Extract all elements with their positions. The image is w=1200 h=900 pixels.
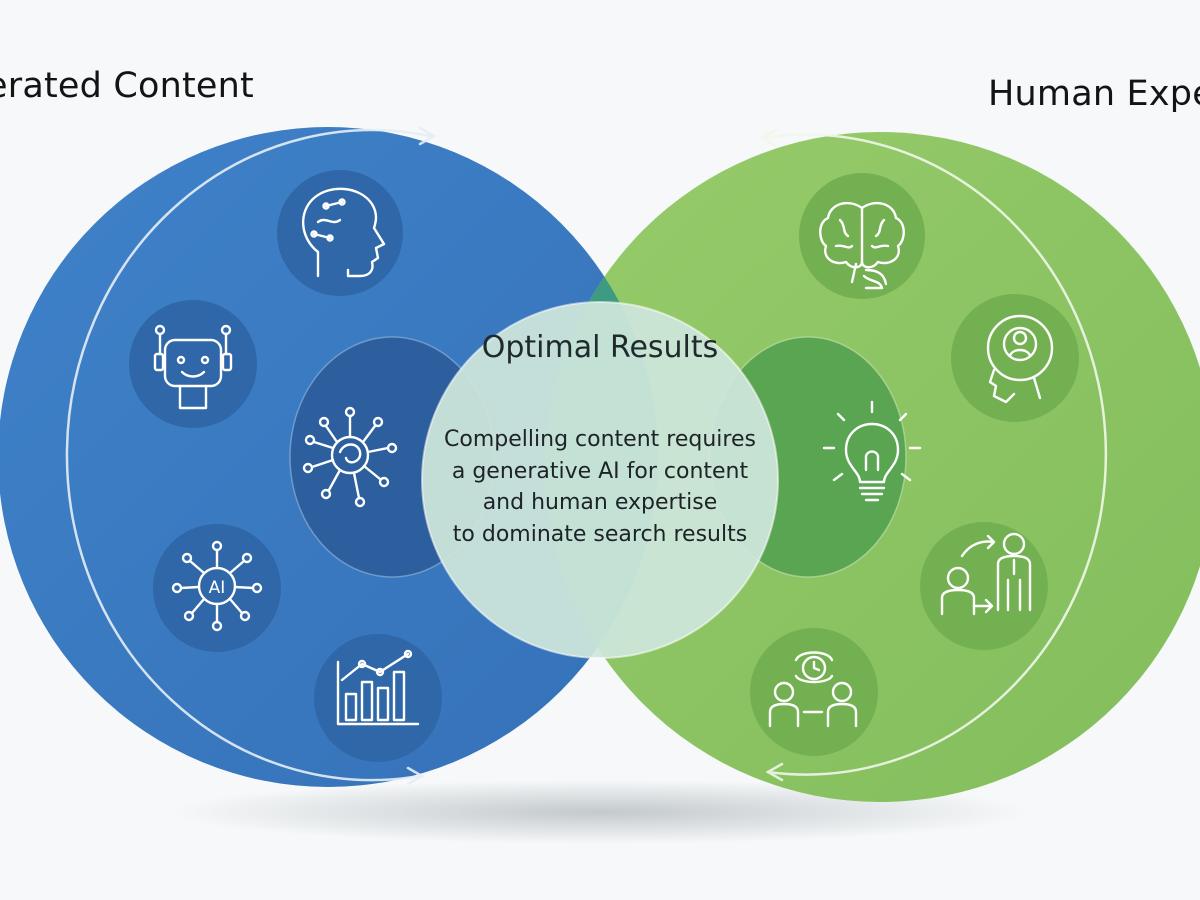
head-bulb-icon (986, 314, 1054, 404)
robot-icon (153, 324, 233, 410)
badge-meeting (750, 628, 878, 756)
optimal-results-title: Optimal Results (481, 330, 719, 365)
ai-arrow-top (418, 126, 437, 146)
ai-glyph: AI (209, 578, 226, 598)
brain-icon (819, 201, 905, 290)
lightbulb-icon (822, 400, 922, 502)
neural-network-icon (302, 406, 398, 508)
center-line: a generative AI for content (451, 458, 749, 484)
center-circle (421, 301, 779, 659)
center-line: Compelling content requires (444, 427, 756, 452)
human-expertise-heading: Human Expe (988, 74, 1200, 114)
center-line: to dominate search results (452, 521, 748, 547)
ground-shadow (170, 780, 1030, 844)
bar-chart-trend-icon (336, 649, 420, 726)
ai-content-heading: erated Content (0, 66, 254, 106)
badge-ai (153, 524, 281, 652)
people-growth-icon (940, 532, 1032, 616)
human-arrow-top (759, 128, 778, 148)
human-arrow-bottom (765, 762, 784, 782)
ai-network-icon (171, 540, 263, 632)
human-orbit-arc (760, 133, 1108, 776)
center-description: Compelling content requires a generative… (400, 424, 800, 550)
ai-orbit-arc (65, 128, 432, 782)
center-line: and human expertise (482, 490, 718, 515)
ai-arrow-bottom (406, 766, 425, 786)
head-profile-icon (301, 187, 386, 278)
team-meeting-icon (768, 651, 858, 728)
badge-robot (129, 300, 257, 428)
